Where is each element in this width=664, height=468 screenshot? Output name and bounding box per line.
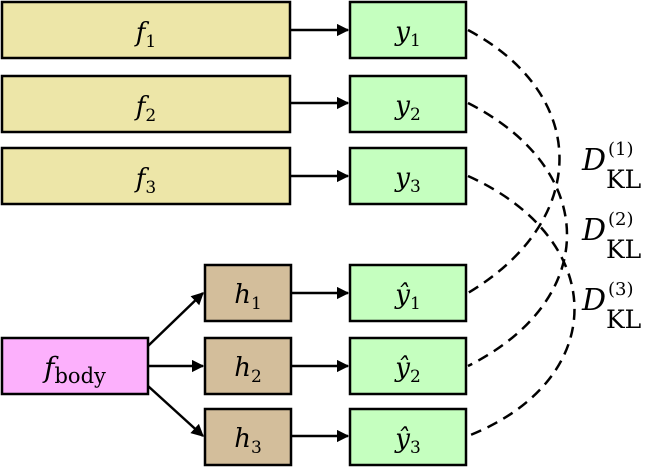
teacher-1: f1 [0,0,292,60]
head-label-1: h1 [234,280,262,314]
head-1: h1 [203,263,293,323]
student-output-1: ŷ1 [348,263,468,323]
student-output-label-3: ŷ3 [394,424,421,458]
teacher-output-2: y2 [348,74,468,134]
student-output-box-1 [348,263,468,323]
teacher-2: f2 [0,74,292,134]
teacher-output-1: y1 [348,0,468,60]
head-label-2: h2 [234,353,262,387]
teacher-output-label-3: y3 [394,163,421,197]
kl-label-1-sub: KL [606,165,641,194]
head-label-3: h3 [234,424,262,458]
head-box-2 [203,336,293,396]
teacher-output-box-2 [348,74,468,134]
kl-label-2-sub: KL [606,235,641,264]
head-3: h3 [203,407,293,467]
head-2: h2 [203,336,293,396]
student-output-2: ŷ2 [348,336,468,396]
arrow-body-to-head-3 [147,385,204,437]
student-body: fbody [0,336,150,396]
body-box [0,336,150,396]
kl-label-3-sub: KL [606,305,641,334]
teacher-output-3: y3 [348,146,468,206]
student-output-3: ŷ3 [348,407,468,467]
student-output-box-2 [348,336,468,396]
kl-label-1-sup: (1) [608,139,634,160]
kl-connector-3 [467,174,576,438]
student-output-label-1: ŷ1 [394,280,421,314]
kl-connector-1 [467,28,561,295]
teacher-box-1 [0,0,292,60]
kl-label-3-base: D [581,283,606,318]
student-output-label-2: ŷ2 [394,353,421,387]
teacher-output-box-3 [348,146,468,206]
kl-label-1-base: D [581,143,606,178]
teacher-box-2 [0,74,292,134]
arrow-body-to-head-1 [147,292,204,347]
kl-connector-2 [467,101,569,368]
teacher-box-3 [0,146,292,206]
kl-label-1: D (1) KL [581,139,641,194]
kl-label-2-sup: (2) [608,209,634,230]
kl-label-3: D (3) KL [581,279,641,334]
teacher-output-label-2: y2 [394,91,421,125]
teacher-3: f3 [0,146,292,206]
teacher-output-label-1: y1 [394,17,421,51]
kl-label-2-base: D [581,213,606,248]
student-output-box-3 [348,407,468,467]
teacher-output-box-1 [348,0,468,60]
kl-label-2: D (2) KL [581,209,641,264]
kl-label-3-sup: (3) [608,279,634,300]
